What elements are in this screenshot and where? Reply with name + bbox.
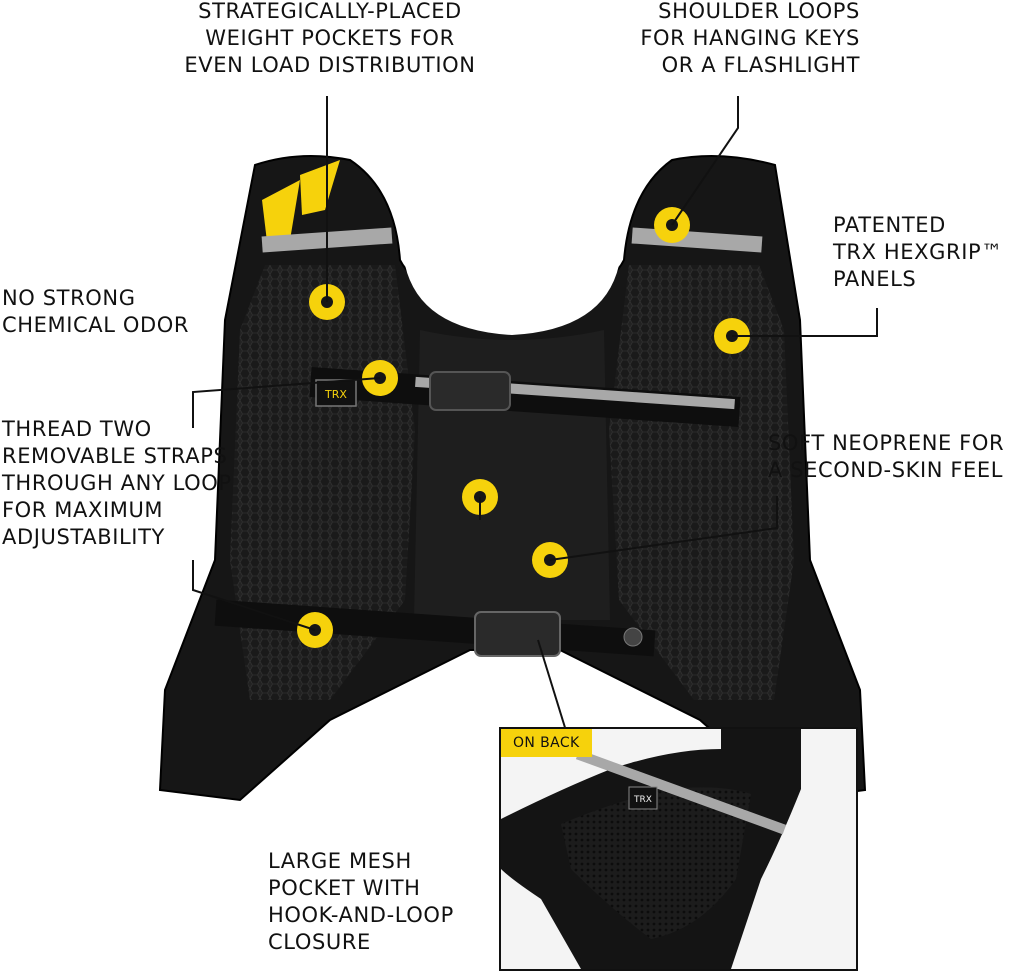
back-reflective-band — [575, 749, 787, 835]
leader-lines — [192, 96, 878, 761]
yellow-stripe — [300, 160, 340, 215]
callout-neoprene: SOFT NEOPRENE FOR A SECOND-SKIN FEEL — [768, 431, 1005, 482]
leader-line-hexgrip — [732, 308, 878, 337]
on-back-tag: ON BACK — [501, 729, 592, 757]
waist-buckle — [474, 611, 561, 657]
trx-logo-patch — [315, 379, 357, 407]
mesh-pocket — [561, 787, 751, 939]
back-trx-text: TRX — [633, 795, 652, 805]
back-view-illustration: TRX — [501, 729, 856, 969]
callout-no-odor: NO STRONG CHEMICAL ODOR — [2, 286, 190, 337]
chest-buckle — [429, 371, 511, 411]
snap-button — [623, 627, 643, 647]
trx-logo-text: TRX — [324, 388, 347, 401]
callout-shoulder-loops: SHOULDER LOOPS FOR HANGING KEYS OR A FLA… — [640, 0, 860, 77]
hexgrip-panel-right — [609, 265, 794, 700]
leader-line-removable-straps — [192, 560, 316, 631]
leader-line-straps — [192, 377, 381, 428]
leader-line-neoprene — [549, 496, 778, 561]
back-view-inset: TRX ON BACK — [499, 727, 858, 971]
leader-line-shoulder-loops — [671, 96, 739, 226]
callout-weight-pockets: STRATEGICALLY-PLACED WEIGHT POCKETS FOR … — [184, 0, 476, 77]
callout-straps: THREAD TWO REMOVABLE STRAPS THROUGH ANY … — [2, 417, 232, 549]
neck-opening — [405, 240, 619, 335]
callout-hexgrip: PATENTED TRX HEXGRIP™ PANELS — [833, 213, 1003, 291]
yellow-stripe — [262, 180, 300, 250]
callout-mesh-pocket: LARGE MESH POCKET WITH HOOK-AND-LOOP CLO… — [268, 849, 454, 954]
back-trx-patch — [628, 786, 658, 810]
